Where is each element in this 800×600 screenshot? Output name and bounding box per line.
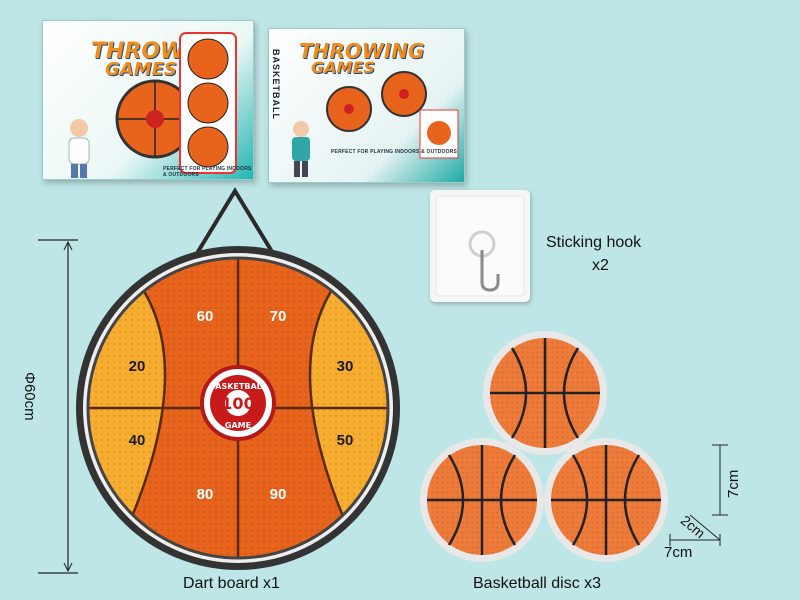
score-70: 70: [270, 308, 287, 325]
disc-width-label: 7cm: [664, 544, 693, 561]
hook-caption-line1: Sticking hook: [546, 234, 642, 251]
center-score: 100: [221, 394, 254, 413]
box2-dartboard-icon: [326, 86, 372, 132]
box2-small-board-icon: [419, 109, 459, 159]
center-top-text: BASKETBALL: [209, 382, 267, 391]
score-50: 50: [337, 432, 354, 449]
box-title-2: GAMES: [105, 59, 177, 80]
disc-left-icon: [420, 438, 544, 562]
sticking-hook-card: [430, 190, 530, 302]
disc-top-icon: [483, 331, 607, 455]
box2-tagline: PERFECT FOR PLAYING INDOORS & OUTDOORS: [331, 149, 458, 155]
basketball-discs: [420, 331, 668, 562]
hook-icon: [435, 195, 525, 297]
score-40: 40: [129, 432, 146, 449]
hanging-strap-icon: [183, 187, 287, 275]
hook-caption-line2: x2: [592, 257, 609, 274]
box-discs-icon: [179, 32, 237, 174]
score-20: 20: [129, 358, 146, 375]
dartboard-caption: Dart board x1: [183, 575, 280, 592]
center-bottom-text: GAME: [225, 421, 251, 430]
box1-tagline: PERFECT FOR PLAYING INDOORS & OUTDOORS: [163, 166, 252, 178]
box-side-text: BASKETBALL: [271, 49, 281, 120]
dart-board: 100 BASKETBALL GAME 60 70 20 30 40 50 80…: [76, 187, 400, 570]
score-80: 80: [197, 486, 214, 503]
box2-dartboard-icon-2: [381, 71, 427, 117]
product-box-side: BASKETBALL THROWING GAMES PERFECT FOR PL…: [268, 28, 465, 183]
box2-title-1: THROWING: [299, 39, 425, 63]
score-60: 60: [197, 308, 214, 325]
score-90: 90: [270, 486, 287, 503]
box2-title-2: GAMES: [311, 58, 375, 77]
product-box-front: THROWING GAMES PERFECT FOR PLAYING INDOO…: [42, 20, 254, 180]
disc-dimension-lines: [669, 444, 728, 546]
discs-caption: Basketball disc x3: [473, 575, 602, 592]
score-30: 30: [337, 358, 354, 375]
diameter-dimension-lines: [38, 239, 78, 574]
box2-child-icon: [292, 121, 310, 177]
diameter-label: Φ60cm: [21, 372, 38, 421]
disc-height-label: 7cm: [725, 469, 742, 498]
box-child-icon: [68, 119, 90, 178]
disc-right-icon: [544, 438, 668, 562]
